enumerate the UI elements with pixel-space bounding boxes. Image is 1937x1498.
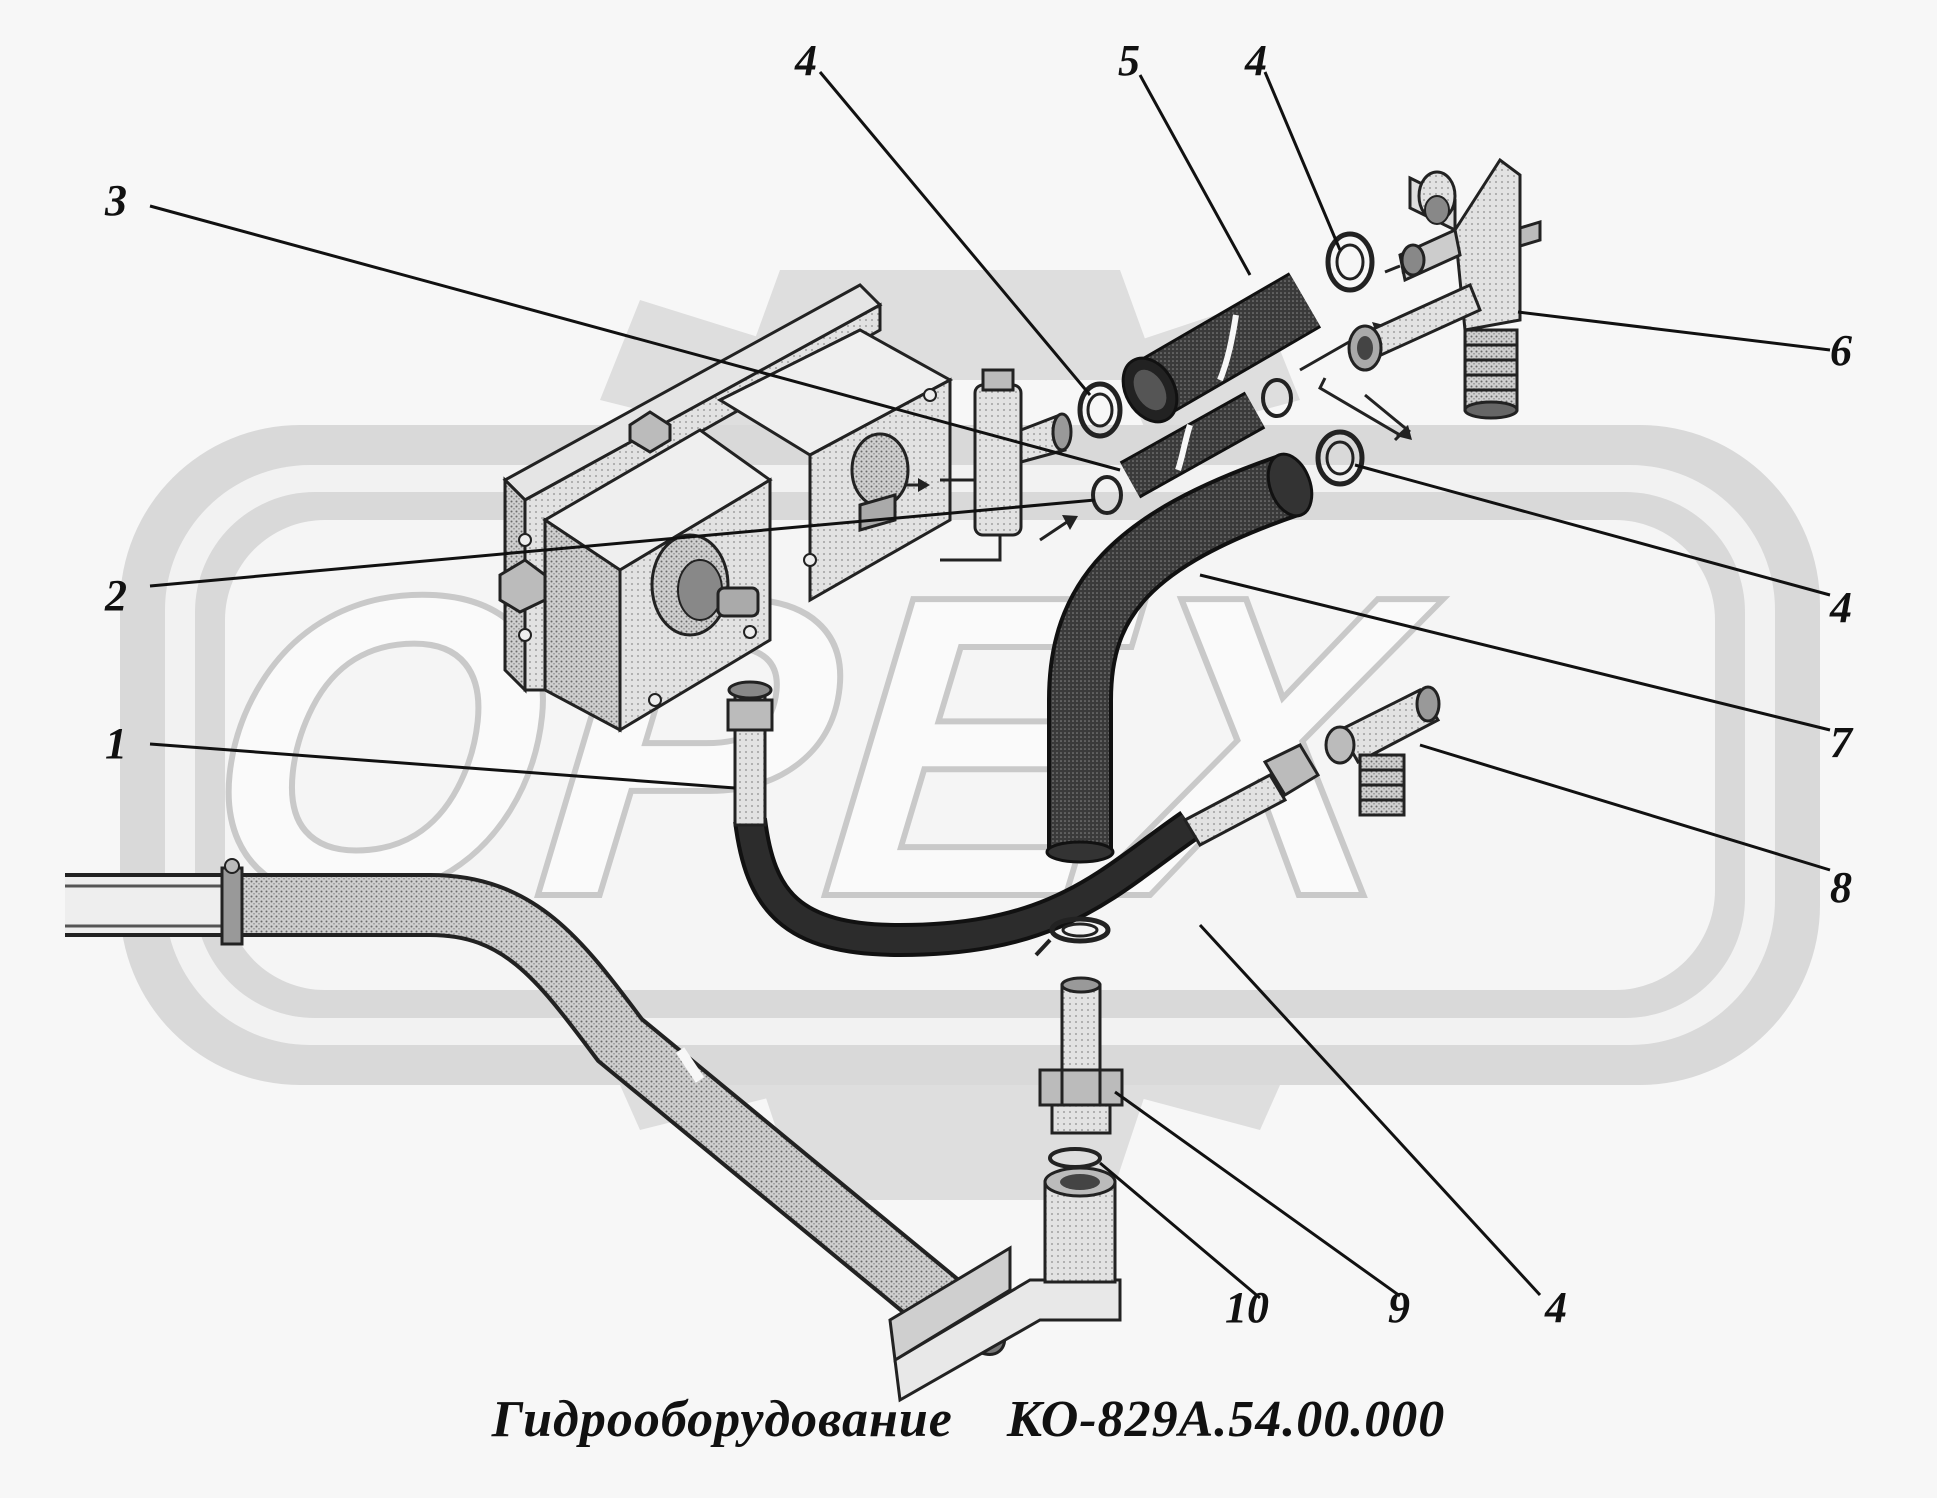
hose-3 xyxy=(1119,391,1266,499)
callout-7: 7 xyxy=(1830,718,1854,767)
clamp-bottom xyxy=(1034,916,1111,957)
hose-7 xyxy=(1045,452,1314,864)
callout-3: 3 xyxy=(104,176,127,225)
callout-4-right: 4 xyxy=(1829,583,1852,632)
callout-6: 6 xyxy=(1830,326,1852,375)
clamps-hose-5 xyxy=(1077,231,1375,439)
fitting-6 xyxy=(1347,157,1542,420)
tee-fitting-8 xyxy=(1324,685,1441,817)
callout-4-bottom: 4 xyxy=(1544,1283,1567,1332)
callout-5: 5 xyxy=(1118,36,1140,85)
callout-4-top-left: 4 xyxy=(794,36,817,85)
diagram-caption: Гидрооборудование КО-829А.54.00.000 xyxy=(0,1390,1937,1449)
clamps-small xyxy=(1091,378,1293,515)
caption-title: Гидрооборудование xyxy=(491,1391,953,1448)
frame-pipe xyxy=(65,858,1122,1403)
callout-numbers: 1 2 3 4 5 4 6 4 7 8 10 9 4 xyxy=(104,36,1854,1332)
pressure-hose-1 xyxy=(726,680,1321,958)
caption-code: КО-829А.54.00.000 xyxy=(1006,1391,1446,1448)
callout-2: 2 xyxy=(104,571,127,620)
callout-10: 10 xyxy=(1225,1283,1269,1332)
leader-lines xyxy=(149,71,1831,1300)
callout-4-top-right: 4 xyxy=(1244,36,1267,85)
callout-8: 8 xyxy=(1830,863,1852,912)
callout-9: 9 xyxy=(1388,1283,1410,1332)
ring-10 xyxy=(1048,1147,1102,1169)
callout-1: 1 xyxy=(105,719,127,768)
tee-valve xyxy=(973,368,1078,542)
hose-5 xyxy=(1121,272,1322,424)
clamp-hose-7 xyxy=(1315,429,1365,487)
nipple-9 xyxy=(1038,976,1124,1135)
